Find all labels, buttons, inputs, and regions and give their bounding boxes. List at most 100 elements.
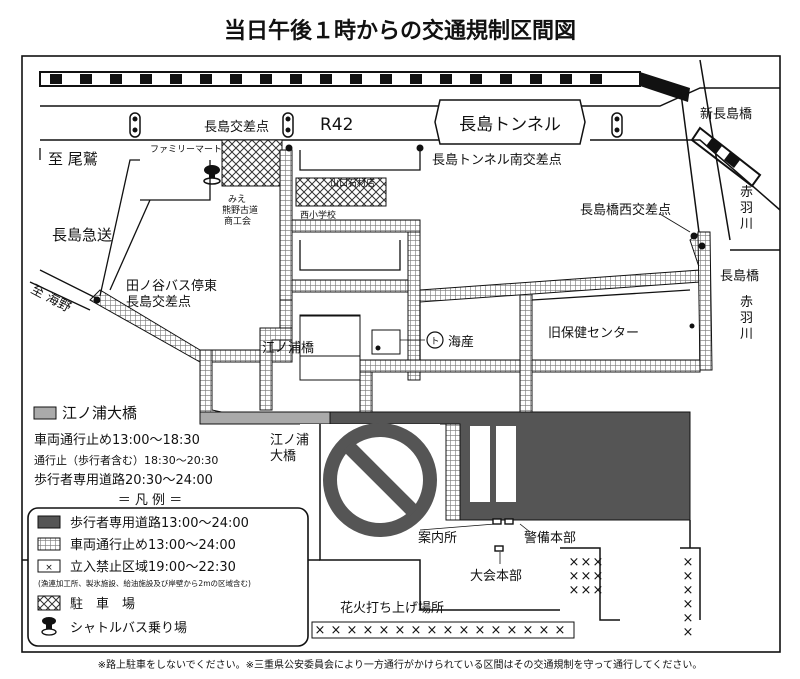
- label-hanabi: 花火打ち上げ場所: [340, 600, 444, 616]
- svg-text:×: ×: [347, 623, 358, 638]
- svg-text:×: ×: [459, 623, 470, 638]
- label-nagashimabashi: 長島橋: [720, 269, 759, 284]
- svg-text:×: ×: [593, 555, 604, 570]
- svg-text:×: ×: [331, 623, 342, 638]
- label-shin-nagashima: 新長島橋: [700, 106, 752, 122]
- traffic-light-dots: [132, 116, 620, 133]
- map-title: 当日午後１時からの交通規制区間図: [224, 18, 576, 44]
- label-nagashima-kyuso: 長島急送: [52, 226, 112, 244]
- label-mie-1: みえ: [228, 194, 246, 205]
- label-enoura-big-1: 江ノ浦: [270, 433, 309, 448]
- label-tanotani-1: 田ノ谷バス停東: [126, 278, 217, 294]
- launch-site-strip: [311, 621, 575, 639]
- label-to-owase: 至 尾鷲: [48, 150, 98, 168]
- bridge-legend-line3: 歩行者専用道路20:30～24:00: [34, 472, 213, 488]
- pedestrian-area: [300, 411, 691, 560]
- label-kyu-hoken: 旧保健センター: [548, 326, 639, 341]
- svg-text:×: ×: [507, 623, 518, 638]
- hq-markers: [492, 518, 514, 552]
- label-keibi: 警備本部: [524, 530, 576, 546]
- legend-box: 歩行者専用道路13:00～24:00 車両通行止め13:00～24:00 × 立…: [27, 507, 309, 647]
- bridge-legend: 江ノ浦大橋 車両通行止め13:00～18:30 通行止（歩行者含む）18:30～…: [33, 404, 218, 508]
- label-enoura-big-2: 大橋: [270, 449, 296, 464]
- legend-item-5: シャトルバス乗り場: [70, 621, 187, 636]
- svg-text:×: ×: [523, 623, 534, 638]
- label-enoura-bridge: 江ノ浦橋: [262, 341, 314, 356]
- svg-text:×: ×: [491, 623, 502, 638]
- svg-text:×: ×: [581, 583, 592, 598]
- label-annaisho: 案内所: [418, 530, 457, 546]
- svg-text:×: ×: [475, 623, 486, 638]
- legend-restricted-x: ×: [45, 563, 53, 573]
- label-yamaguchi: 山口石材店: [330, 177, 375, 189]
- svg-text:×: ×: [581, 569, 592, 584]
- legend-item-4: 駐 車 場: [70, 597, 135, 612]
- footer-note: ※路上駐車をしないでください。※三重県公安委員会により一方通行がかけられている区…: [98, 658, 703, 671]
- side-roads: [29, 148, 691, 360]
- r42-label: R42: [320, 115, 353, 135]
- legend-item-3: 立入禁止区域19:00～22:30: [70, 560, 236, 575]
- label-akaba-3: 川: [740, 217, 753, 232]
- kaisan-mark: ト: [430, 337, 439, 347]
- svg-text:×: ×: [379, 623, 390, 638]
- label-tunnel-minami: 長島トンネル南交差点: [432, 152, 562, 168]
- svg-text:×: ×: [581, 555, 592, 570]
- svg-text:×: ×: [555, 623, 566, 638]
- railway: [39, 71, 762, 188]
- shuttle-bus-icon: [203, 165, 221, 185]
- svg-text:×: ×: [683, 625, 694, 640]
- kaisan-dot: [375, 345, 381, 351]
- tunnel-label: 長島トンネル: [459, 115, 561, 135]
- restricted-marks: ××× ××× ××× ××× ××× ××× ××× ××× ××× ××× …: [315, 555, 694, 640]
- label-to-miya: 至 海野: [28, 282, 73, 315]
- legend-swatch-restricted: [37, 559, 61, 573]
- label-mie-3: 商工会: [224, 215, 251, 227]
- svg-text:×: ×: [427, 623, 438, 638]
- label-tanotani-2: 長島交差点: [126, 294, 191, 310]
- legend-item-1: 歩行者専用道路13:00～24:00: [70, 515, 249, 531]
- svg-text:×: ×: [315, 623, 326, 638]
- legend-swatch-closed: [37, 537, 61, 551]
- svg-text:×: ×: [411, 623, 422, 638]
- label-nagashimabashi-nishi: 長島橋西交差点: [580, 202, 671, 218]
- label-akaba-1: 赤: [740, 185, 753, 200]
- kaisan-mark-circle: [426, 331, 444, 349]
- kaisan-building: [371, 329, 401, 355]
- parking-lot-2: [295, 177, 387, 207]
- svg-text:×: ×: [683, 611, 694, 626]
- svg-text:×: ×: [593, 583, 604, 598]
- label-nagashima-koosaten: 長島交差点: [204, 119, 269, 135]
- bridge-swatch: [33, 406, 57, 420]
- svg-text:×: ×: [683, 583, 694, 598]
- svg-text:×: ×: [593, 569, 604, 584]
- label-taikai: 大会本部: [470, 569, 522, 584]
- svg-text:×: ×: [569, 555, 580, 570]
- svg-text:×: ×: [363, 623, 374, 638]
- legend-item-3-note: (漁連加工所、製氷施設、給油施設及び岸壁から2mの区域含む): [38, 578, 251, 588]
- intersection-dots: [93, 144, 706, 304]
- svg-text:×: ×: [569, 569, 580, 584]
- bridge-legend-line2: 通行止（歩行者含む）18:30～20:30: [34, 453, 218, 467]
- enoura-block: [299, 315, 361, 357]
- label-kaisan: 海産: [448, 334, 474, 350]
- legend-swatch-pedestrian: [37, 515, 61, 529]
- label-mie-2: 熊野古道: [222, 204, 258, 216]
- leader-lines: [400, 213, 691, 564]
- svg-text:×: ×: [443, 623, 454, 638]
- svg-text:×: ×: [395, 623, 406, 638]
- legend-swatch-parking: [37, 595, 61, 611]
- legend-bus-icon: [41, 617, 57, 636]
- hanrei-label: ＝ 凡 例 ＝: [118, 493, 182, 508]
- svg-text:×: ×: [683, 555, 694, 570]
- svg-text:×: ×: [683, 569, 694, 584]
- svg-text:×: ×: [539, 623, 550, 638]
- label-akaba2-3: 川: [740, 327, 753, 342]
- svg-text:×: ×: [569, 583, 580, 598]
- label-familymart: ファミリーマート: [150, 145, 222, 155]
- parking-lot-1: [221, 139, 283, 187]
- map-frame: [21, 55, 781, 653]
- kyu-hoken-dot: [689, 323, 695, 329]
- tunnel-box: 長島トンネル: [434, 99, 586, 145]
